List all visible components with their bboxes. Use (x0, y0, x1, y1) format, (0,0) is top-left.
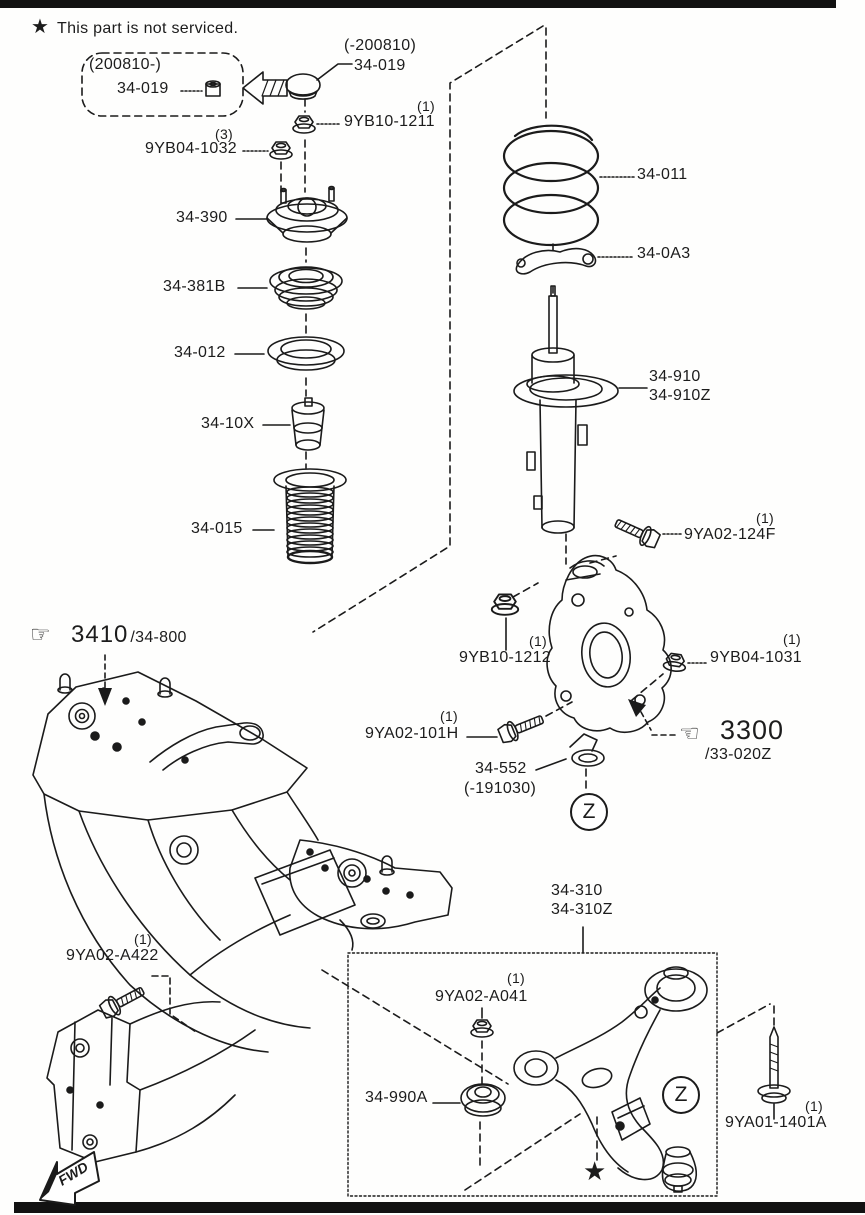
bolt-9ya01-1401a (757, 1026, 791, 1104)
group-3300: 3300 (720, 715, 785, 745)
callout-9yb04-1032: 9YB04-1032 (145, 140, 237, 157)
callout-34-0A3: 34-0A3 (637, 245, 691, 262)
bolt-9ya02-101h (496, 709, 547, 747)
qty-9ya02-a422: (1) (134, 931, 153, 947)
nut-9yb10-1211 (292, 115, 316, 134)
nut-9yb04-1032 (269, 141, 293, 160)
callout-range-pre200810: (-200810) (344, 37, 417, 54)
not-serviced-note: This part is not serviced. (57, 20, 239, 37)
callout-range-200810: (200810-) (89, 56, 162, 73)
qty-9yb10-1211: (1) (417, 98, 436, 114)
callout-9ya02-a422: 9YA02-A422 (66, 947, 159, 964)
callout-9ya02-124f: 9YA02-124F (684, 526, 776, 543)
callout-9yb10-1211: 9YB10-1211 (344, 113, 435, 130)
lower-arm-box (347, 952, 718, 1197)
callout-34-019-new: 34-019 (117, 80, 169, 97)
callout-34-310Z: 34-310Z (551, 901, 613, 918)
nut-9yb10-1212 (490, 593, 520, 616)
zone-marker-z-arm: Z (662, 1076, 700, 1114)
lower-control-arm (513, 966, 708, 1193)
callout-9ya02-101h: 9YA02-101H (365, 725, 459, 742)
strut-34-910 (513, 285, 619, 534)
not-serviced-star-icon: ★ (583, 1156, 607, 1186)
group-3410-main: 3410 (71, 621, 129, 648)
qty-9yb04-1031: (1) (783, 631, 802, 647)
note-star-icon: ★ (31, 16, 50, 38)
nut-icon-34-019-new (205, 80, 221, 97)
front-crossmember (32, 671, 453, 1163)
nut-9ya02-a041 (470, 1019, 494, 1038)
seat-34-012 (267, 336, 345, 371)
callout-34-310: 34-310 (551, 882, 603, 899)
callout-9yb10-1212: 9YB10-1212 (459, 649, 551, 666)
callout-34-390: 34-390 (176, 209, 228, 226)
callout-9yb04-1031: 9YB04-1031 (710, 649, 802, 666)
nut-9yb04-1031 (662, 651, 688, 674)
top-border (0, 0, 836, 8)
qty-9yb04-1032: (3) (215, 126, 234, 142)
qty-9ya01-1401a: (1) (805, 1098, 824, 1114)
strut-mount-34-390 (266, 185, 348, 243)
bolt-9ya02-a422 (97, 981, 149, 1022)
group-33-020Z: /33-020Z (705, 746, 772, 763)
coil-spring-34-011 (502, 124, 600, 247)
cap-34-019 (285, 73, 321, 100)
callout-34-012: 34-012 (174, 344, 226, 361)
callout-34-381B: 34-381B (163, 278, 226, 295)
washer-34-990A (460, 1083, 506, 1117)
bottom-border (14, 1202, 865, 1213)
callout-34-015: 34-015 (191, 520, 243, 537)
qty-9ya02-124f: (1) (756, 510, 775, 526)
knuckle-pointer-arrowhead (628, 699, 646, 717)
callout-34-552: 34-552 (475, 760, 527, 777)
callout-9ya02-a041: 9YA02-A041 (435, 988, 528, 1005)
hand-pointer-left-icon: ☜ (679, 720, 700, 746)
qty-9ya02-101h: (1) (440, 708, 459, 724)
callout-34-10X: 34-10X (201, 415, 255, 432)
bearing-34-381B (269, 266, 343, 310)
callout-34-552-range: (-191030) (464, 780, 537, 797)
callout-34-910Z: 34-910Z (649, 387, 711, 404)
callout-9ya01-1401a: 9YA01-1401A (725, 1114, 827, 1131)
bump-stopper-34-10X (291, 397, 325, 451)
steering-knuckle (546, 554, 672, 734)
zone-marker-z-knuckle: Z (570, 793, 608, 831)
callout-34-011: 34-011 (637, 166, 688, 183)
group-34-800: /34-800 (130, 629, 187, 646)
callout-34-910: 34-910 (649, 368, 701, 385)
clip-34-552 (569, 733, 605, 767)
seat-rubber-34-0A3 (515, 247, 597, 275)
bolt-9ya02-124f (611, 513, 663, 552)
group-3410: 3410/34-800 (71, 622, 187, 647)
callout-34-019-old: 34-019 (354, 57, 406, 74)
variant-box (81, 52, 244, 117)
callout-34-990A: 34-990A (365, 1089, 428, 1106)
hand-pointer-right-icon: ☞ (30, 621, 51, 647)
variant-arrow-icon (242, 71, 288, 105)
qty-9yb10-1212: (1) (529, 633, 548, 649)
fwd-arrow: FWD (39, 1151, 100, 1206)
dust-boot-34-015 (273, 468, 347, 565)
qty-9ya02-a041: (1) (507, 970, 526, 986)
